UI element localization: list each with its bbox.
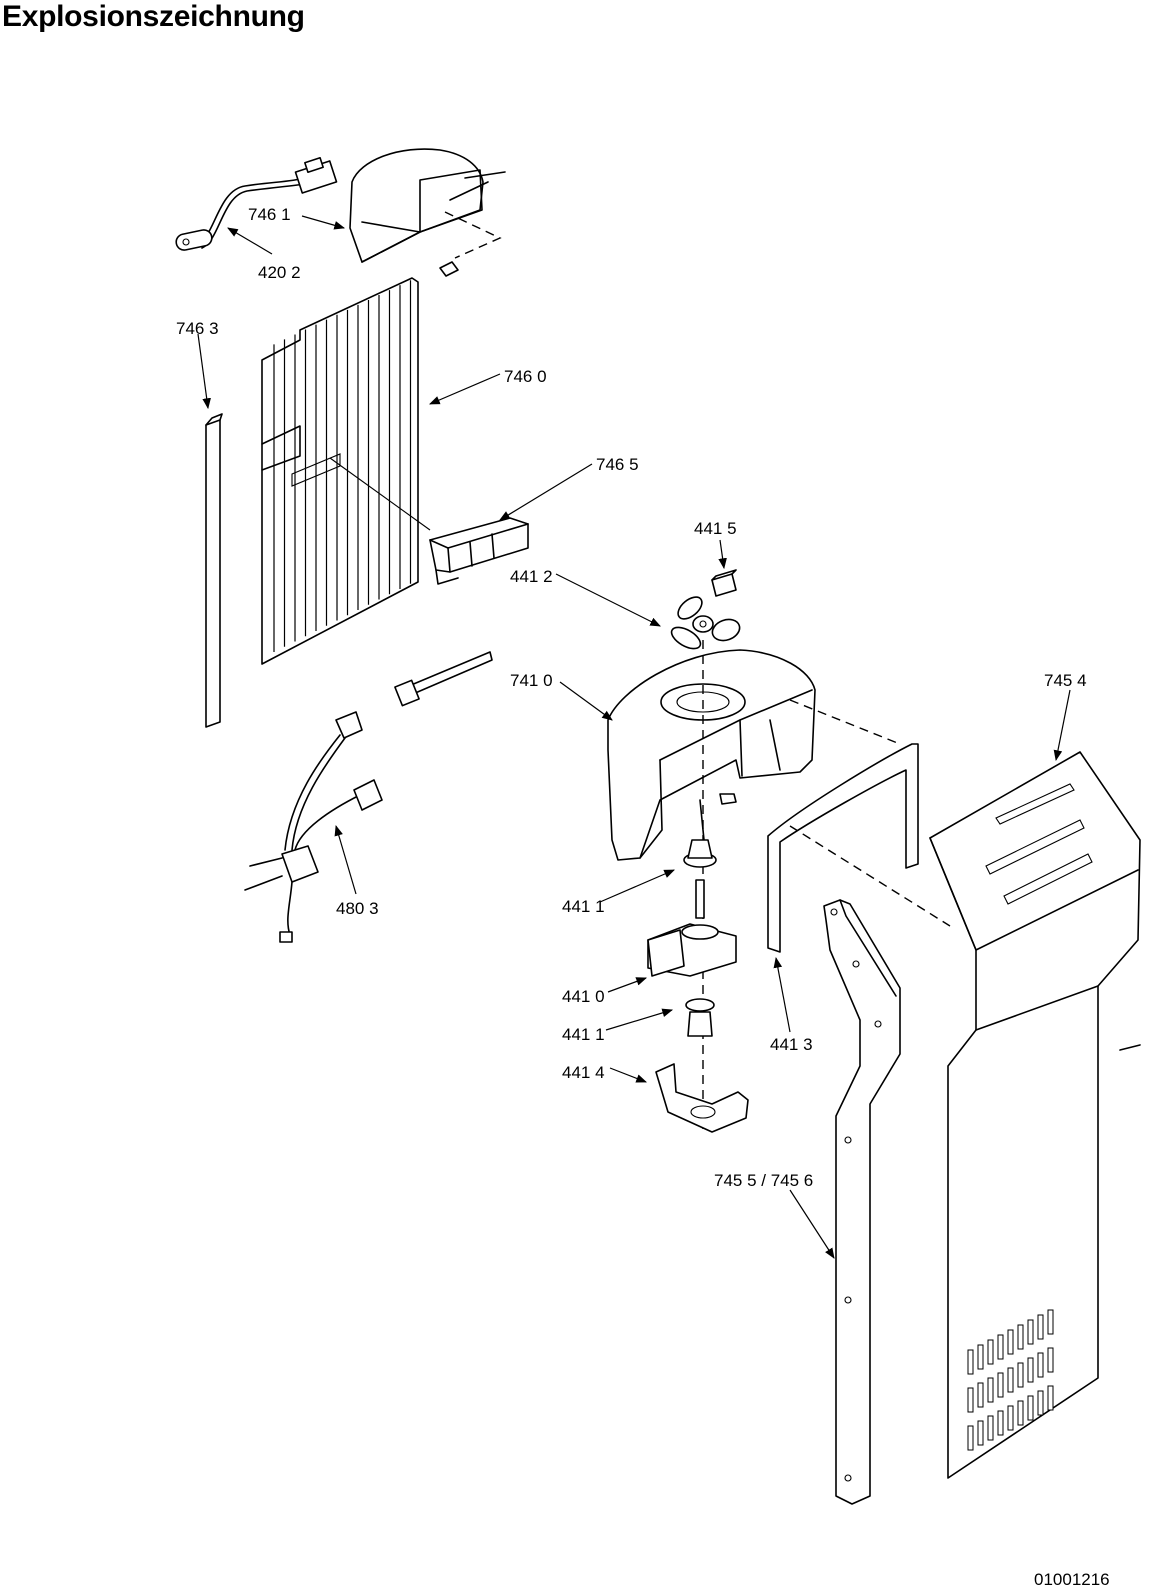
evaporator-grid-part xyxy=(261,277,419,665)
callout-745-5-745-6: 745 5 / 745 6 xyxy=(714,1171,813,1190)
callout-746-5: 746 5 xyxy=(596,455,639,474)
u-channel-part xyxy=(767,699,951,953)
small-block-part xyxy=(711,569,737,597)
side-rail-part xyxy=(823,899,901,1505)
page-title: Explosionszeichnung xyxy=(2,0,305,33)
callout-746-1: 746 1 xyxy=(248,205,291,224)
callout-labels: 746 1 420 2 746 3 746 0 746 5 441 5 441 … xyxy=(176,205,1087,1190)
callout-441-4: 441 4 xyxy=(562,1063,605,1082)
callout-441-3: 441 3 xyxy=(770,1035,813,1054)
callout-441-1-lower: 441 1 xyxy=(562,1025,605,1044)
callout-741-0: 741 0 xyxy=(510,671,553,690)
callout-480-3: 480 3 xyxy=(336,899,379,918)
callout-441-2: 441 2 xyxy=(510,567,553,586)
fan-blade-part xyxy=(670,596,741,650)
callout-441-5: 441 5 xyxy=(694,519,737,538)
callout-441-0: 441 0 xyxy=(562,987,605,1006)
rear-panel-part xyxy=(929,751,1141,1479)
callout-746-0: 746 0 xyxy=(504,367,547,386)
callout-420-2: 420 2 xyxy=(258,263,301,282)
motor-assembly-part xyxy=(647,640,749,1133)
callout-leaders xyxy=(197,215,1071,1259)
callout-746-3: 746 3 xyxy=(176,319,219,338)
wiring-harness-part xyxy=(244,711,383,943)
sensor-cable-part xyxy=(175,156,338,251)
callout-745-4: 745 4 xyxy=(1044,671,1087,690)
cable-tie-part xyxy=(394,651,493,707)
cover-part xyxy=(349,148,506,277)
document-number: 01001216 xyxy=(1034,1570,1110,1589)
bar-part xyxy=(205,413,223,728)
callout-441-1-upper: 441 1 xyxy=(562,897,605,916)
